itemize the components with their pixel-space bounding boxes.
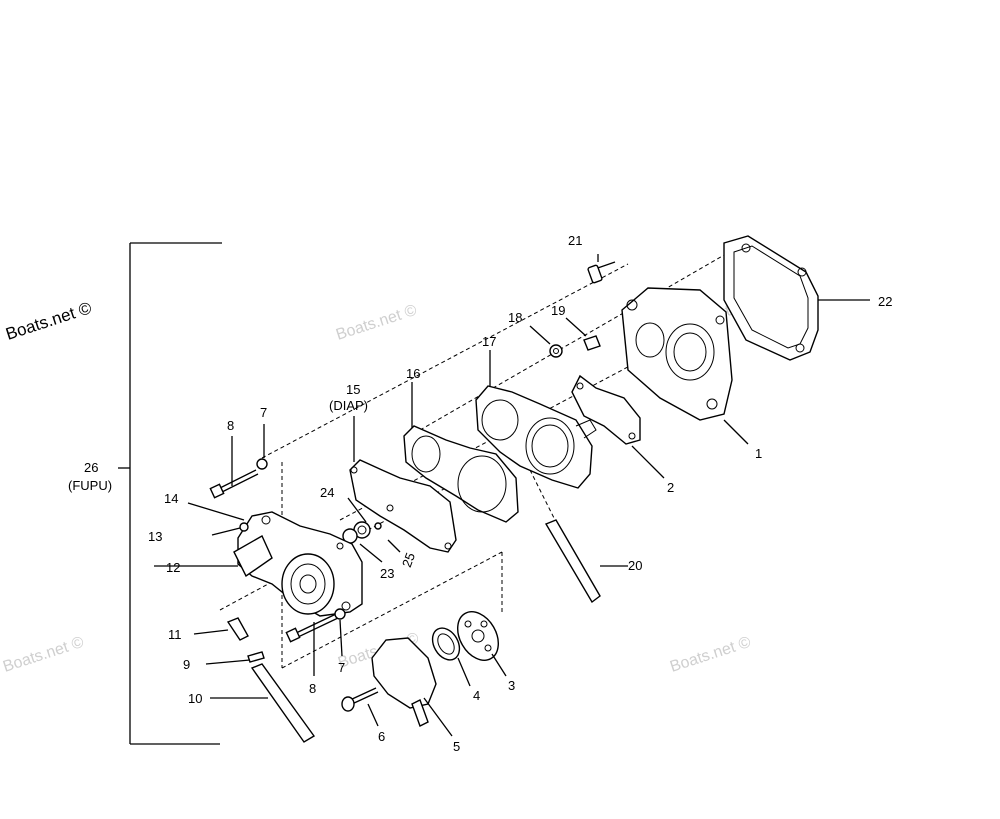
callout-labels: 1 2 3 4 5 6 7 7 8 8 9 10 11 12 13 14 15 … [68, 233, 892, 754]
part-14-screw [187, 502, 245, 521]
part-20-hose [544, 519, 628, 604]
part-7-washer-top [256, 458, 268, 470]
part-18-nut [549, 344, 563, 358]
callout-2: 2 [667, 480, 674, 495]
part-7-washer-bottom [334, 608, 346, 620]
watermark-center: Boats.net © [334, 302, 419, 344]
callout-21: 21 [568, 233, 582, 248]
part-15-diaphragm [349, 459, 457, 553]
part-9-clamp [247, 651, 265, 663]
callout-17: 17 [482, 334, 496, 349]
part-1-pump-cover [621, 287, 733, 421]
callout-8-bottom: 8 [309, 681, 316, 696]
callout-3: 3 [508, 678, 515, 693]
watermark-lower-right: Boats.net © [668, 634, 753, 676]
callout-20: 20 [628, 558, 642, 573]
callout-1: 1 [755, 446, 762, 461]
callout-15-sub: (DIAP) [329, 398, 368, 413]
part-2-plate [571, 374, 641, 445]
part-4-o-ring [431, 627, 461, 661]
part-25-pin [374, 522, 382, 530]
part-21-screw [587, 261, 616, 284]
part-19-check-valve [583, 335, 601, 351]
callout-23: 23 [380, 566, 394, 581]
callout-7-top: 7 [260, 405, 267, 420]
assembly-bracket [118, 242, 222, 745]
callout-9: 9 [183, 657, 190, 672]
part-5-filter-bowl [371, 637, 437, 727]
part-17-pump-body [475, 385, 597, 489]
callout-25: 25 [399, 551, 418, 570]
watermark-left: Boats.net © [3, 298, 94, 344]
main-pump-housing [233, 511, 363, 617]
part-10-hose [250, 663, 316, 743]
part-8-screw-bottom [285, 613, 339, 643]
part-22-gasket [723, 235, 819, 361]
callout-7-bottom: 7 [338, 660, 345, 675]
leader-lines [154, 254, 870, 737]
watermark-lower-left: Boats.net © [1, 634, 86, 676]
part-6-screw [341, 687, 379, 712]
part-11-fitting [193, 617, 249, 641]
callout-18: 18 [508, 310, 522, 325]
callout-24: 24 [320, 485, 334, 500]
callout-19: 19 [551, 303, 565, 318]
callout-10: 10 [188, 691, 202, 706]
part-13-screw [211, 522, 249, 536]
callout-15: 15 [346, 382, 360, 397]
callout-12: 12 [166, 560, 180, 575]
callout-26-sub: (FUPU) [68, 478, 112, 493]
callout-22: 22 [878, 294, 892, 309]
callout-6: 6 [378, 729, 385, 744]
callout-4: 4 [473, 688, 480, 703]
callout-14: 14 [164, 491, 178, 506]
callout-8-top: 8 [227, 418, 234, 433]
callout-26: 26 [84, 460, 98, 475]
part-16-gasket [403, 425, 519, 523]
callout-16: 16 [406, 366, 420, 381]
part-3-disc [457, 611, 499, 661]
callout-5: 5 [453, 739, 460, 754]
part-8-screw-top [209, 469, 259, 499]
callout-13: 13 [148, 529, 162, 544]
callout-11: 11 [168, 627, 182, 642]
